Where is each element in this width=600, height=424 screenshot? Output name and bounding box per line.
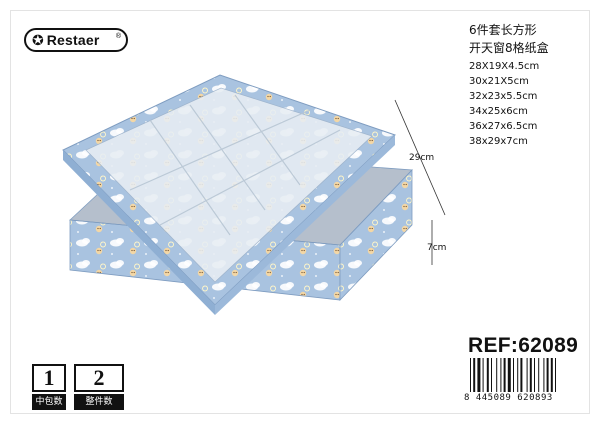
size-list: 28X19X4.5cm 30x21X5cm 32x23x5.5cm 34x25x… [469, 59, 539, 149]
size-item: 38x29x7cm [469, 136, 528, 147]
barcode [470, 358, 556, 392]
outer-pack-label: 整件数 [74, 394, 124, 410]
dimension-width-label: 29cm [409, 153, 435, 163]
outer-pack-box: 2 整件数 [74, 364, 124, 410]
product-illustration [62, 74, 446, 315]
inner-pack-label: 中包数 [32, 394, 66, 410]
size-item: 36x27x6.5cm [469, 121, 538, 132]
box-lid [62, 74, 396, 315]
size-item: 34x25x6cm [469, 106, 528, 117]
star-icon: ✪ [32, 32, 44, 48]
barcode-digits: 8 445089 620893 [464, 393, 553, 403]
inner-pack-box: 1 中包数 [32, 364, 66, 410]
title-line-1: 6件套长方形 [469, 23, 537, 37]
outer-pack-value: 2 [74, 364, 124, 392]
reference-number: REF:62089 [468, 334, 579, 357]
brand-logo: ✪ Restaer ® [24, 28, 128, 52]
sheet-border [10, 10, 590, 414]
dimension-lines [394, 99, 446, 265]
inner-pack-value: 1 [32, 364, 66, 392]
title-line-2: 开天窗8格纸盒 [469, 41, 549, 55]
size-item: 28X19X4.5cm [469, 61, 540, 72]
brand-name: Restaer [46, 32, 100, 48]
dimension-height-label: 7cm [427, 243, 447, 253]
size-item: 30x21X5cm [469, 76, 529, 87]
product-title: 6件套长方形 开天窗8格纸盒 [469, 21, 549, 57]
size-item: 32x23x5.5cm [469, 91, 538, 102]
registered-mark: ® [115, 33, 121, 40]
